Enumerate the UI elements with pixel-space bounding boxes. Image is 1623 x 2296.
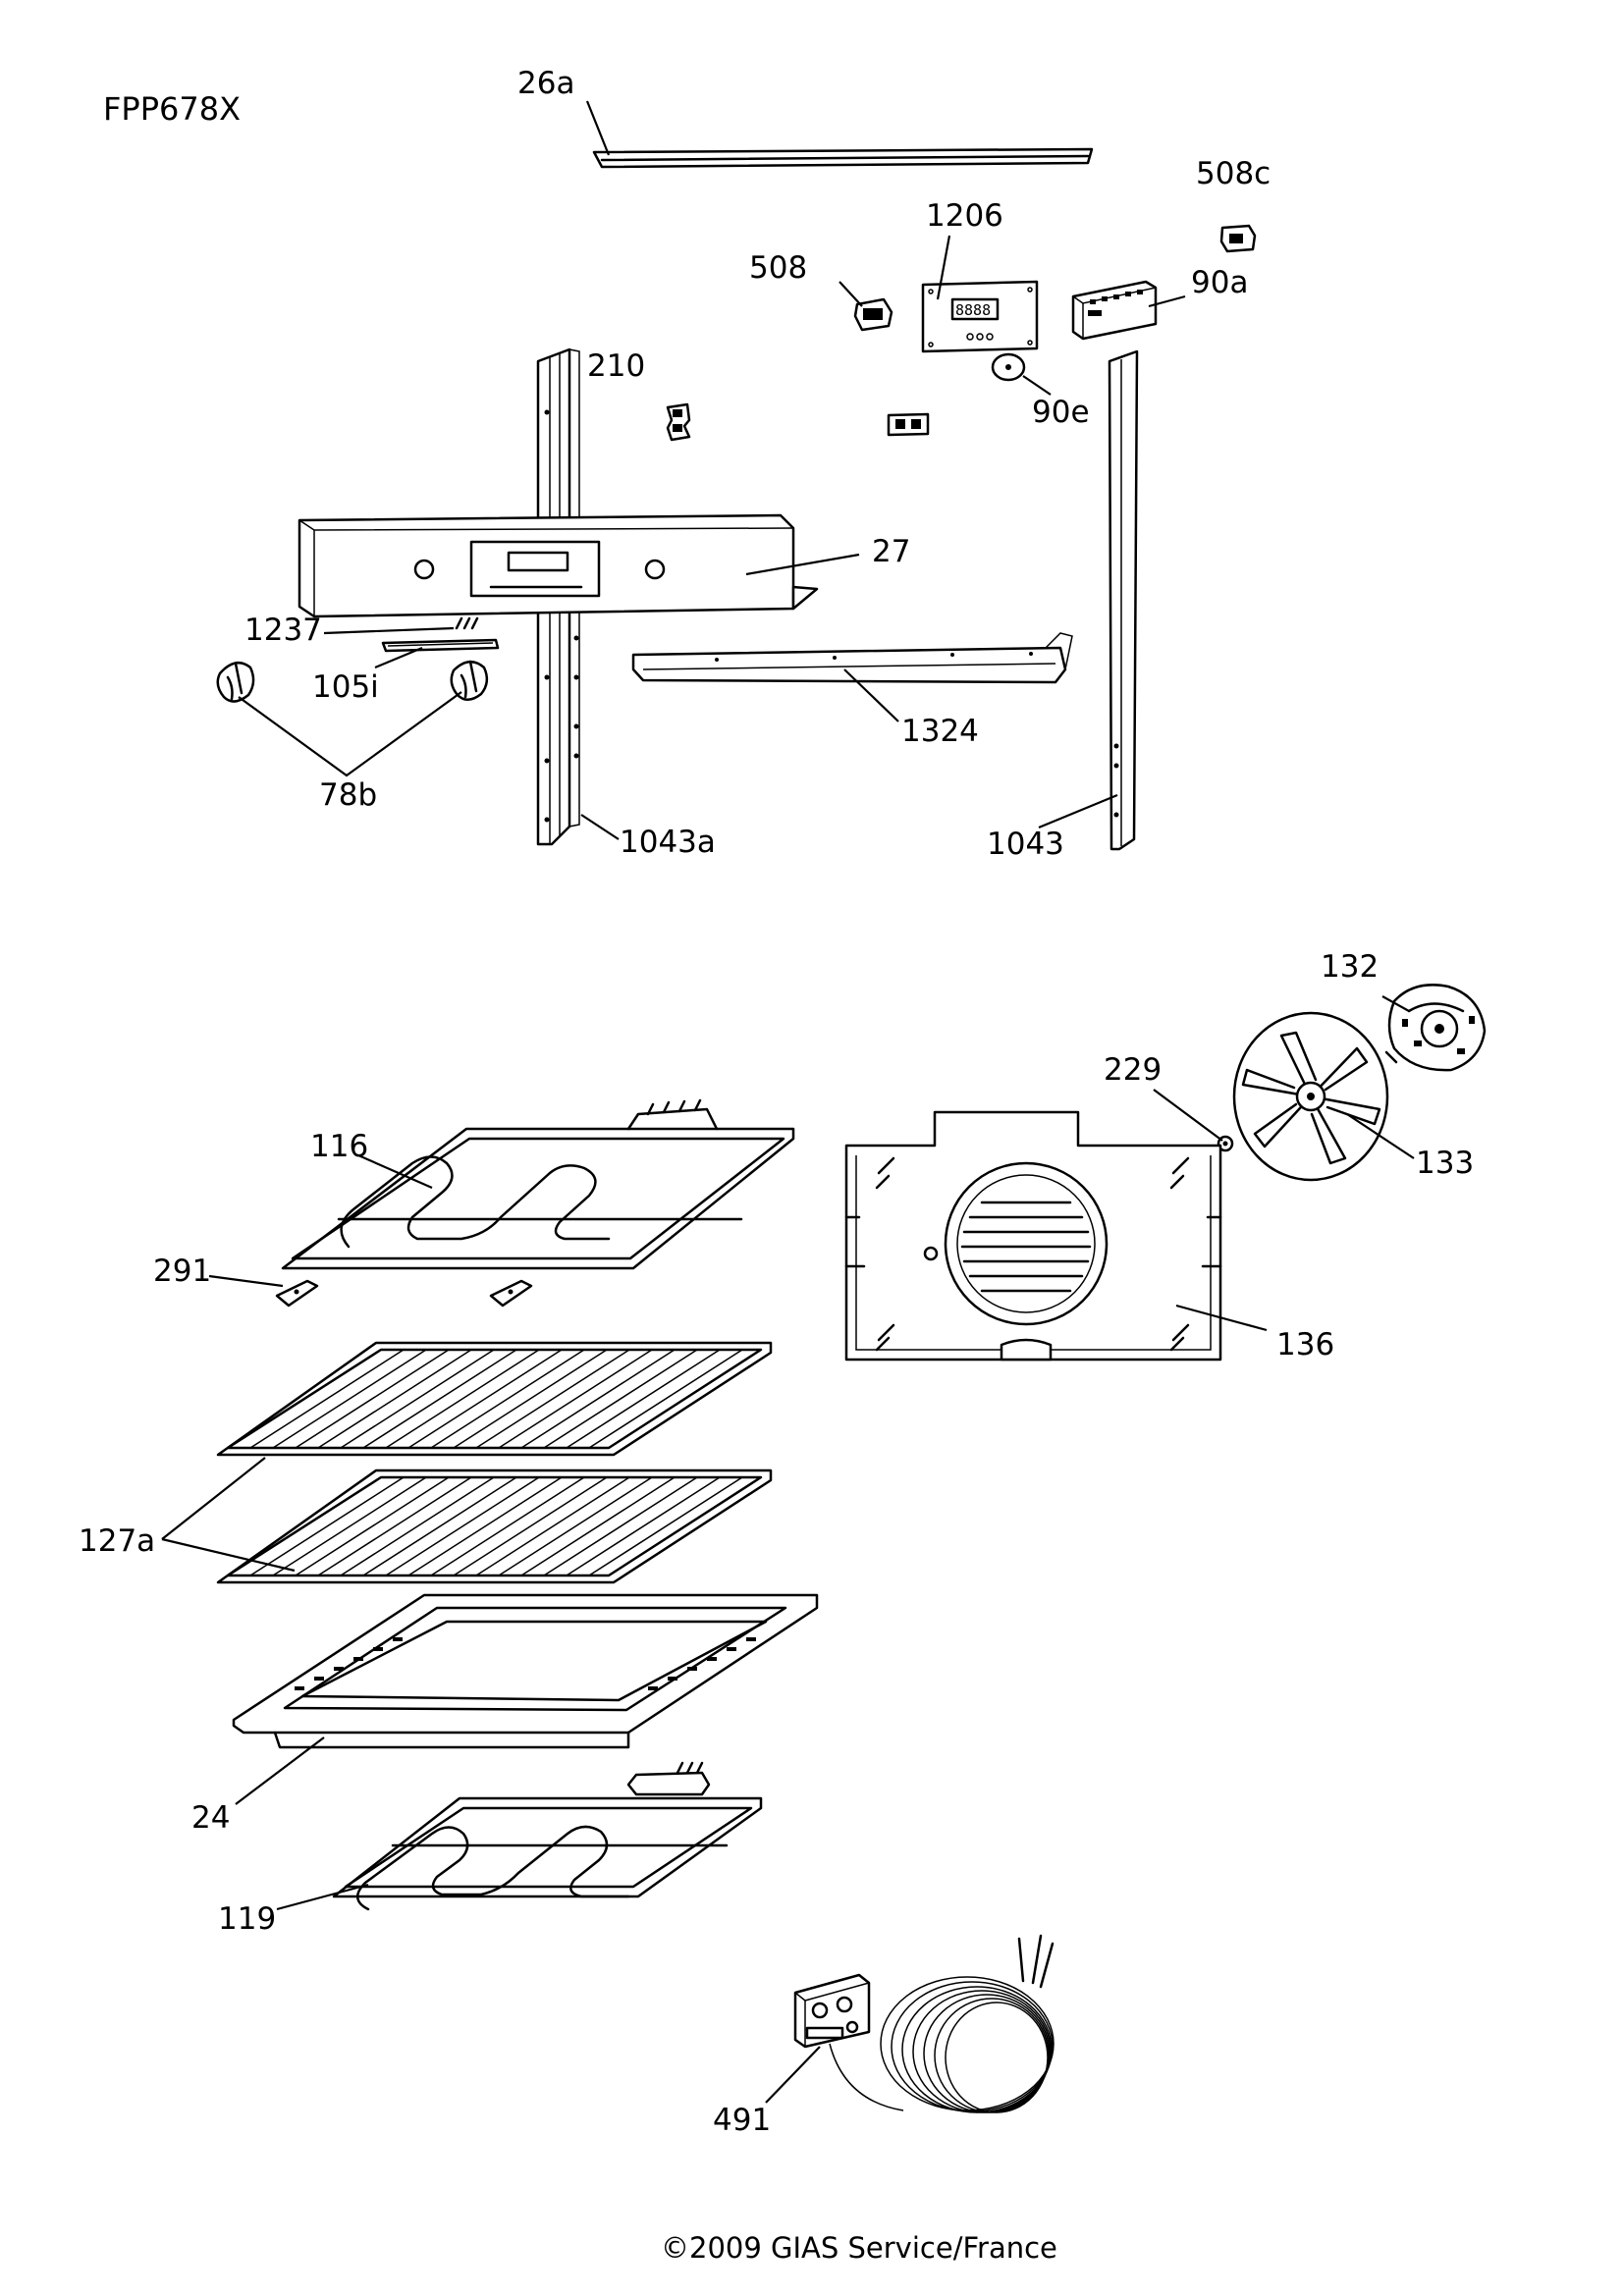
leader-291 xyxy=(208,1274,284,1288)
label-90e: 90e xyxy=(1032,395,1090,430)
leader-1043 xyxy=(1038,793,1118,829)
leader-133 xyxy=(1346,1113,1415,1159)
part-1043-right-rail xyxy=(1108,349,1139,851)
label-27: 27 xyxy=(872,534,910,569)
label-136: 136 xyxy=(1276,1327,1334,1362)
label-1324: 1324 xyxy=(901,714,979,749)
part-127a-rack-upper xyxy=(216,1341,773,1457)
part-291-clip-right xyxy=(489,1279,533,1308)
leader-90e xyxy=(1022,375,1052,396)
leader-127a xyxy=(161,1457,296,1573)
part-1206-control-board: 8888 xyxy=(921,280,1039,353)
part-210-switch xyxy=(666,402,691,442)
part-132-fan-motor xyxy=(1384,984,1487,1072)
part-78b-knob-right xyxy=(450,660,489,701)
part-491-thermostat xyxy=(793,1934,1055,2113)
label-105i: 105i xyxy=(312,669,379,705)
part-119-lower-element xyxy=(332,1761,763,1911)
part-26a-top-strip xyxy=(592,147,1094,169)
label-133: 133 xyxy=(1416,1146,1474,1181)
part-508-relay xyxy=(853,297,893,332)
part-27-control-panel xyxy=(298,513,819,618)
label-508: 508 xyxy=(749,250,807,286)
leader-78b xyxy=(238,691,462,777)
leader-119 xyxy=(276,1883,369,1911)
part-133-fan-blade xyxy=(1232,1011,1389,1182)
label-1237: 1237 xyxy=(244,613,322,648)
model-number: FPP678X xyxy=(103,90,241,128)
part-bracket-small xyxy=(887,412,930,437)
part-508c-connector xyxy=(1219,224,1257,253)
part-116-upper-element xyxy=(281,1098,795,1270)
part-1237-screws xyxy=(455,616,479,630)
leader-1324 xyxy=(843,668,899,722)
leader-27 xyxy=(745,553,860,576)
label-132: 132 xyxy=(1321,949,1379,985)
label-229: 229 xyxy=(1104,1052,1162,1088)
leader-1237 xyxy=(323,626,455,635)
leader-116 xyxy=(357,1153,433,1190)
label-1206: 1206 xyxy=(926,198,1003,234)
leader-1206 xyxy=(936,235,951,300)
label-127a: 127a xyxy=(79,1523,155,1559)
label-508c: 508c xyxy=(1196,156,1271,191)
part-136-back-panel xyxy=(844,1110,1222,1362)
part-90a-terminal-block xyxy=(1071,280,1158,341)
part-90e-disc xyxy=(991,352,1026,382)
label-116: 116 xyxy=(310,1129,368,1164)
label-210: 210 xyxy=(587,348,645,384)
leader-24 xyxy=(235,1736,325,1805)
part-291-clip-left xyxy=(275,1279,319,1308)
leader-508 xyxy=(839,281,863,307)
part-24-baking-tray xyxy=(232,1593,819,1749)
label-1043: 1043 xyxy=(987,827,1064,862)
leader-1043a xyxy=(580,814,620,840)
label-90a: 90a xyxy=(1191,265,1248,300)
part-1324-bracket xyxy=(631,632,1073,684)
leader-105i xyxy=(374,646,423,669)
part-127a-rack-lower xyxy=(216,1468,773,1584)
label-26a: 26a xyxy=(517,66,574,101)
leader-491 xyxy=(765,2046,821,2104)
part-105i-bar xyxy=(381,638,500,653)
leader-132 xyxy=(1381,995,1410,1012)
leader-229 xyxy=(1153,1089,1223,1142)
copyright-footer: ©2009 GIAS Service/France xyxy=(661,2231,1057,2265)
label-24: 24 xyxy=(191,1800,230,1836)
leader-90a xyxy=(1148,294,1186,308)
label-291: 291 xyxy=(153,1254,211,1289)
label-119: 119 xyxy=(218,1901,276,1937)
label-78b: 78b xyxy=(319,777,377,813)
part-78b-knob-left xyxy=(216,661,255,703)
leader-136 xyxy=(1175,1304,1268,1332)
board-display-digits: 8888 xyxy=(955,301,991,319)
leader-26a xyxy=(585,100,611,156)
label-1043a: 1043a xyxy=(620,825,716,860)
label-491: 491 xyxy=(713,2103,771,2138)
